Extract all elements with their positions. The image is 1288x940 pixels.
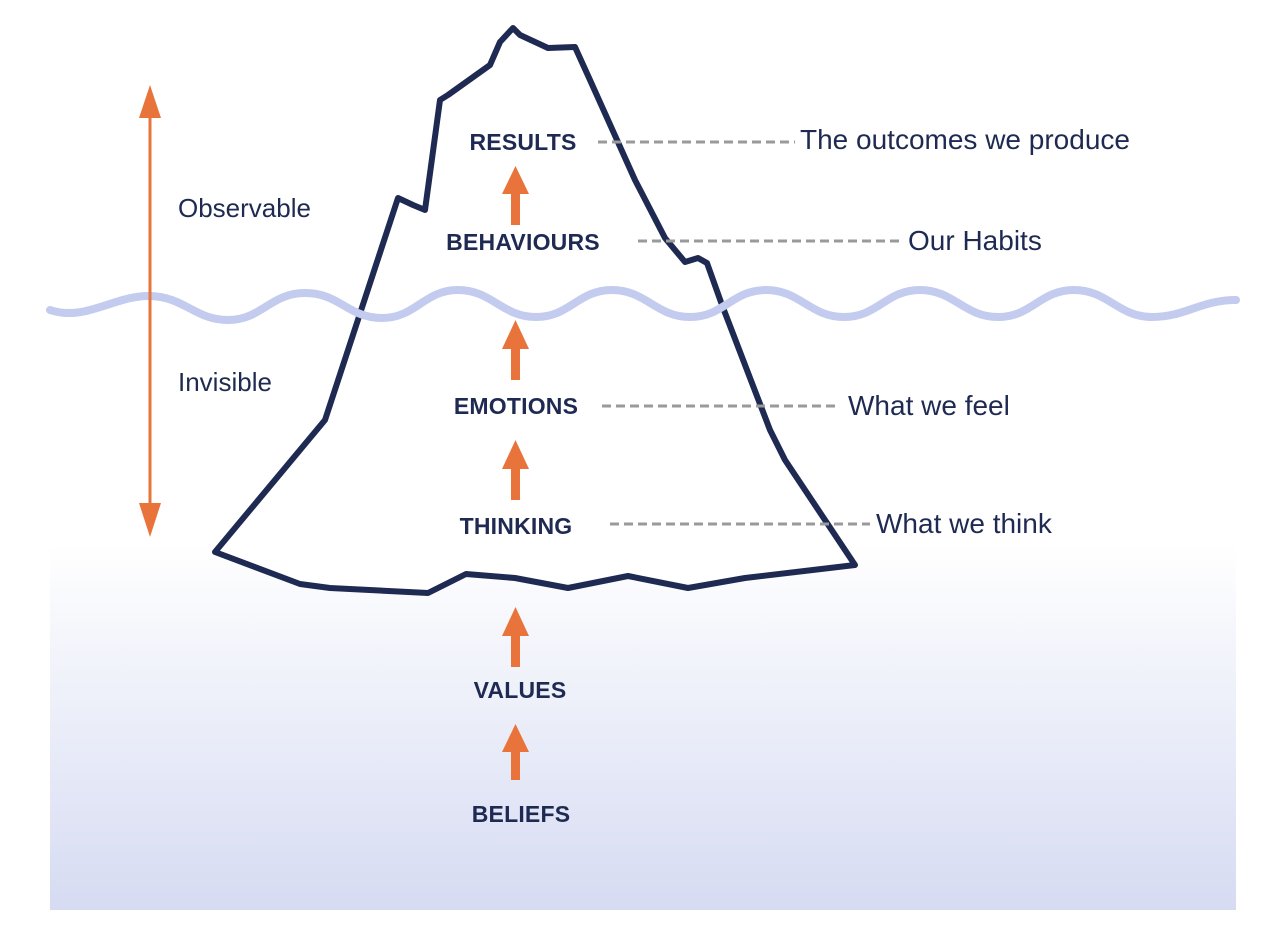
- arrow-up-icon: [502, 607, 529, 667]
- level-label-values: VALUES: [473, 677, 567, 703]
- deep-water: [50, 545, 1236, 910]
- description-results: The outcomes we produce: [800, 124, 1130, 155]
- iceberg-outline: [212, 25, 858, 596]
- description-behaviours: Our Habits: [908, 225, 1042, 256]
- level-label-thinking: THINKING: [459, 513, 573, 539]
- side-label-observable: Observable: [178, 193, 311, 223]
- level-label-emotions: EMOTIONS: [453, 393, 579, 419]
- description-emotions: What we feel: [848, 390, 1010, 421]
- arrow-up-icon: [502, 724, 529, 780]
- arrow-up-icon: [502, 320, 529, 380]
- upward-arrows: [502, 166, 529, 780]
- water-line: [46, 285, 1240, 325]
- leader-lines: [598, 140, 903, 526]
- side-label-invisible: Invisible: [178, 367, 272, 397]
- level-label-beliefs: BELIEFS: [471, 801, 571, 827]
- visibility-range-arrow: [139, 85, 161, 537]
- arrow-up-icon: [502, 440, 529, 500]
- description-thinking: What we think: [876, 508, 1052, 539]
- arrow-up-icon: [502, 166, 529, 225]
- level-label-results: RESULTS: [469, 129, 577, 155]
- level-label-behaviours: BEHAVIOURS: [446, 229, 600, 255]
